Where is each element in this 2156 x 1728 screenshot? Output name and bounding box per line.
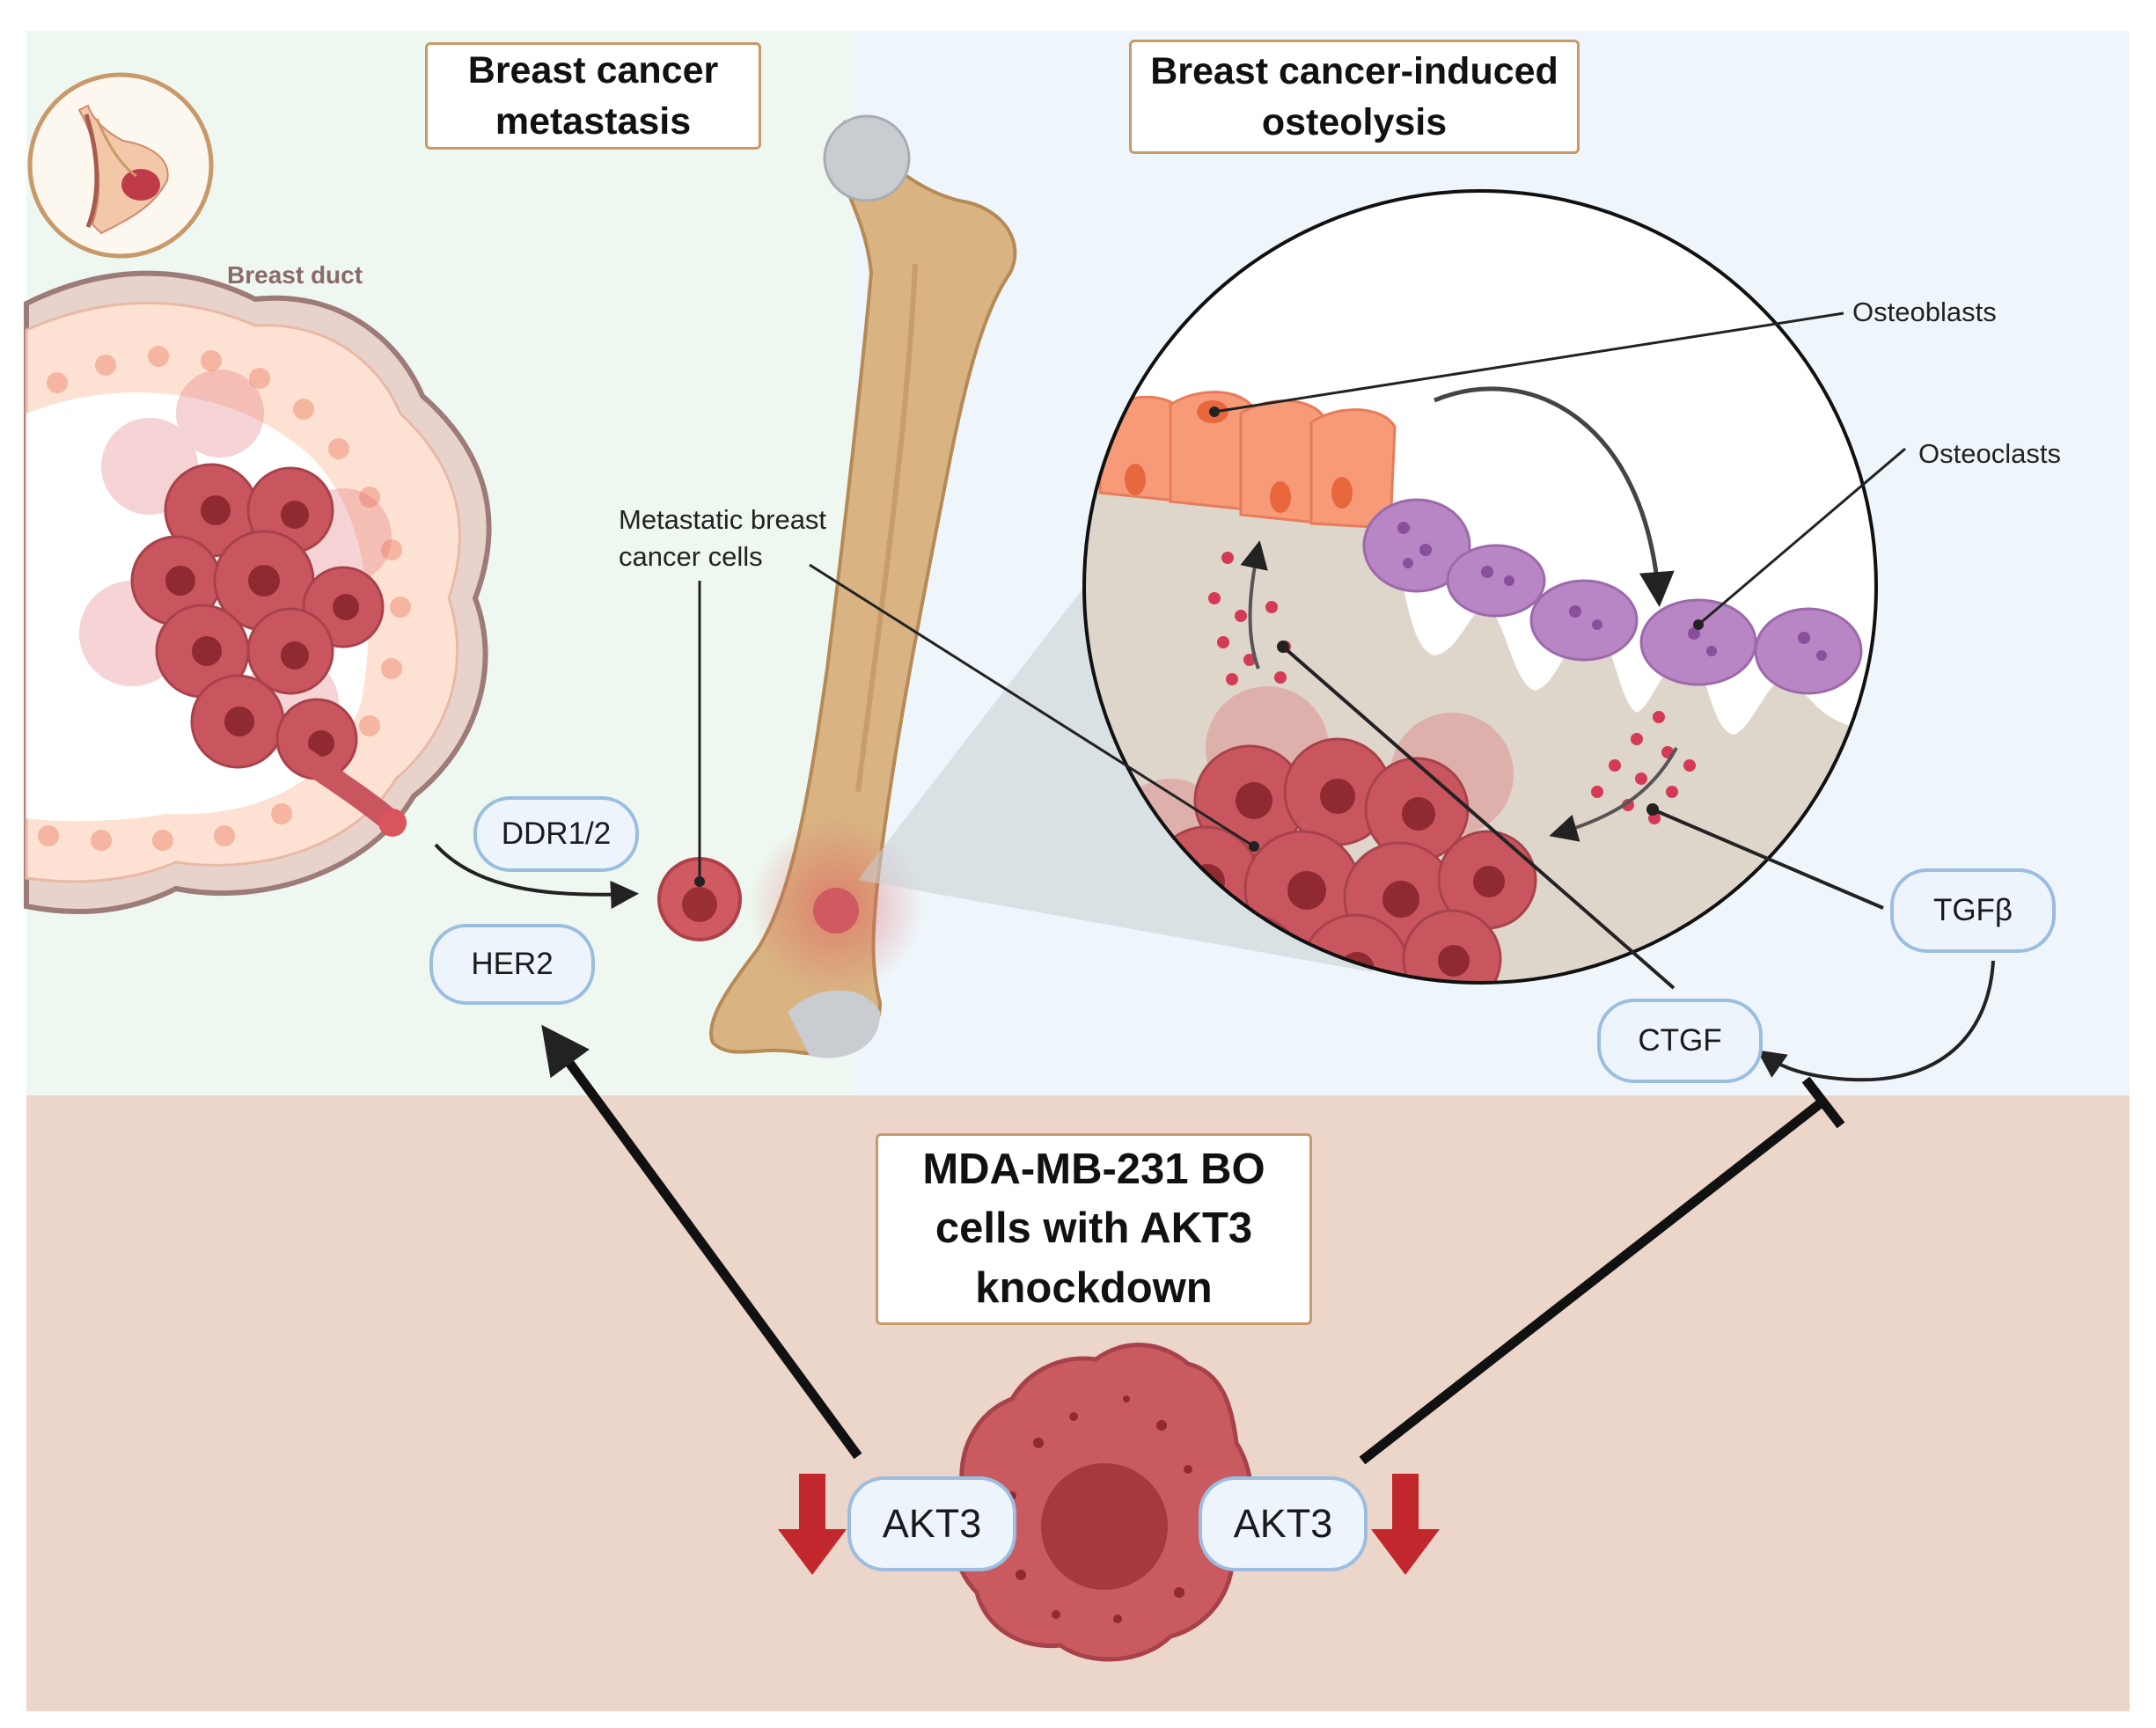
duct-to-cell-arrow <box>434 843 639 909</box>
bone-lesion <box>813 888 859 934</box>
akt3-to-ctgf-inhibition <box>1359 1098 1825 1465</box>
breast-duct-illustration <box>24 270 492 914</box>
magnified-view <box>1082 189 1878 985</box>
osteoclasts-label: Osteoclasts <box>1918 438 2061 469</box>
metastasis-title-line-1: Breast cancer <box>467 48 719 92</box>
akt3-right-down-arrow <box>1371 1474 1440 1575</box>
osteoblasts-pointer <box>1214 311 1844 414</box>
knockdown-title-line-1: MDA-MB-231 BO <box>922 1145 1265 1193</box>
tgfb-pointer-dot <box>1646 803 1659 816</box>
inhibition-bar <box>1801 1076 1845 1129</box>
akt3-to-her2-arrow <box>541 1024 862 1460</box>
osteolysis-title-line-1: Breast cancer-induced <box>1150 49 1558 92</box>
osteoblasts-label: Osteoblasts <box>1852 297 1997 327</box>
akt3-left-down-arrow <box>778 1474 847 1575</box>
metastasis-title-box: Breast cancer metastasis <box>425 42 761 150</box>
ctgf-pill: CTGF <box>1597 999 1763 1083</box>
breast-icon <box>27 72 214 259</box>
metastatic-cell-pointer-dot <box>694 876 705 887</box>
knockdown-title-line-3: knockdown <box>975 1263 1213 1312</box>
akt3-right-pill: AKT3 <box>1199 1476 1368 1571</box>
metastatic-cell <box>657 857 742 941</box>
knockdown-title-line-2: cells with AKT3 <box>935 1204 1253 1253</box>
osteolysis-title-line-2: osteolysis <box>1261 101 1448 143</box>
tgfb-to-ctgf-arrow <box>1756 960 1995 1082</box>
osteolysis-title-box: Breast cancer-induced osteolysis <box>1129 40 1580 154</box>
metastatic-cells-label: Metastatic breast cancer cells <box>619 502 826 575</box>
metastatic-cells-label-line-2: cancer cells <box>619 540 763 572</box>
metastasis-title-line-2: metastasis <box>495 100 692 143</box>
ctgf-pointer <box>1281 645 1676 990</box>
metastatic-cells-pointer <box>809 563 1255 848</box>
ctgf-pointer-dot <box>1277 641 1289 653</box>
breast-duct-label: Breast duct <box>227 261 363 289</box>
knockdown-title-box: MDA-MB-231 BO cells with AKT3 knockdown <box>876 1133 1312 1325</box>
osteoblasts-pointer-dot <box>1209 406 1220 417</box>
ddr-pill: DDR1/2 <box>473 796 639 872</box>
osteoclasts-pointer-dot <box>1693 619 1704 630</box>
akt3-knockdown-cell <box>950 1343 1253 1662</box>
metastatic-cells-pointer-dot <box>1249 841 1259 852</box>
metastatic-cells-label-line-1: Metastatic breast <box>619 504 827 535</box>
her2-pill: HER2 <box>429 924 595 1005</box>
tgfb-pill: TGFβ <box>1890 868 2056 953</box>
osteoclasts-pointer <box>1698 447 1906 626</box>
femur-bone <box>709 114 1017 1058</box>
tgfb-pointer <box>1652 808 1884 910</box>
akt3-left-pill: AKT3 <box>847 1476 1016 1571</box>
